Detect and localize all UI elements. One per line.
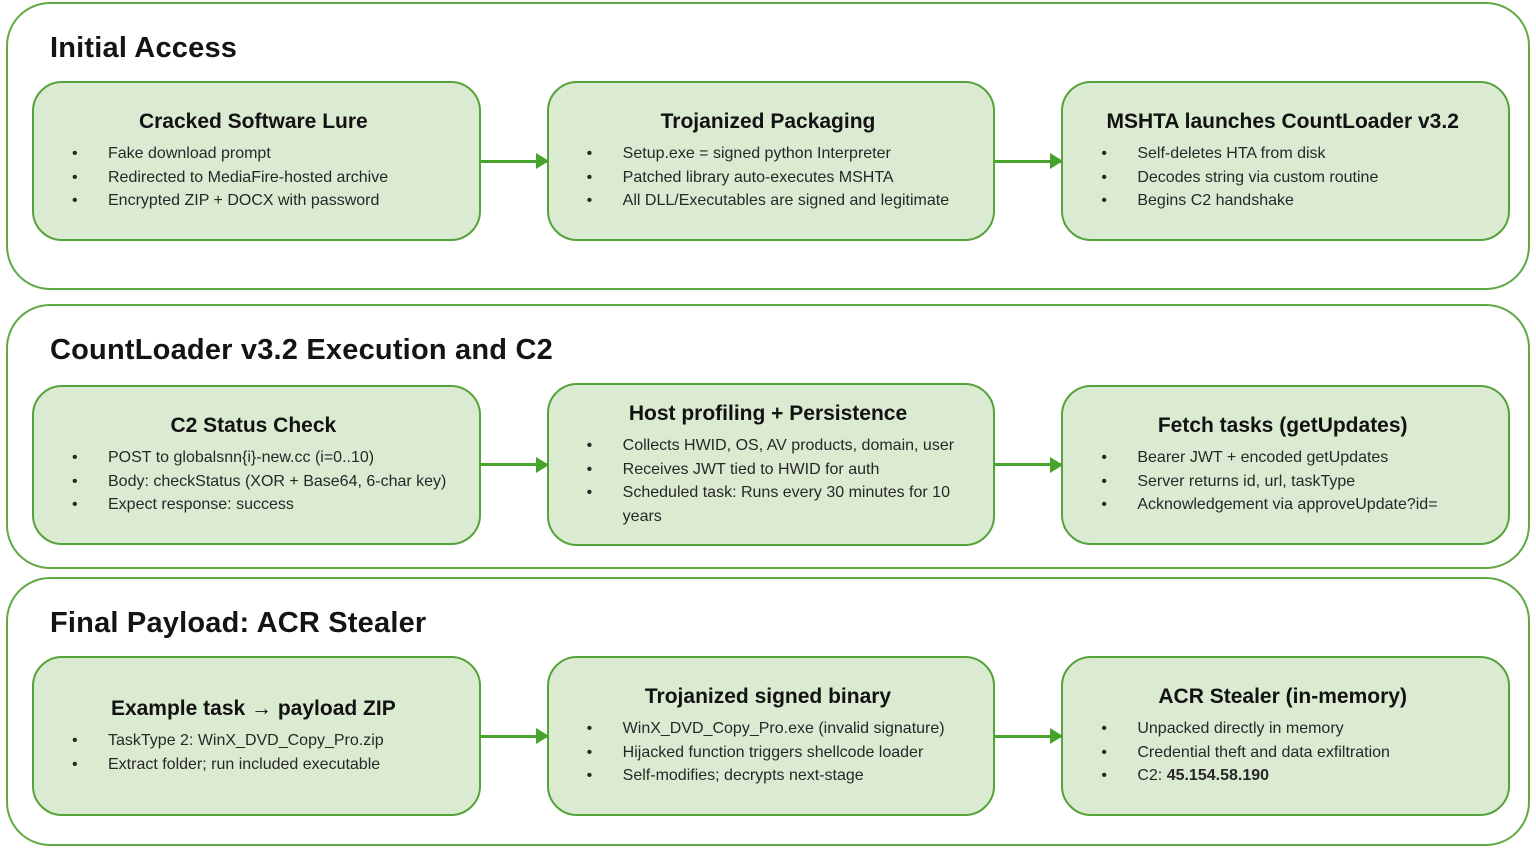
bullet-item: Encrypted ZIP + DOCX with password <box>48 189 459 213</box>
box-title: Host profiling + Persistence <box>628 402 908 425</box>
flow-arrow-right-icon <box>995 456 1064 473</box>
bullet-item: Receives JWT tied to HWID for auth <box>563 458 974 482</box>
flow-box: Fetch tasks (getUpdates) Bearer JWT + enc… <box>1061 384 1511 545</box>
section-final-payload: Final Payload: ACR Stealer Example task … <box>6 577 1530 846</box>
bullet-item: POST to globalsnn{i}-new.cc (i=0..10) <box>48 446 459 470</box>
bullet-list: TaskType 2: WinX_DVD_Copy_Pro.zipExtract… <box>48 729 459 776</box>
bullet-item: Self-modifies; decrypts next-stage <box>563 764 974 788</box>
bullet-item: Hijacked function triggers shellcode loa… <box>563 741 974 765</box>
flow-arrow-right-icon <box>480 153 549 169</box>
bullet-item: Server returns id, url, taskType <box>1077 470 1488 494</box>
bullet-list: Setup.exe = signed python InterpreterPat… <box>563 142 974 213</box>
flow-box: C2 Status CheckPOST to globalsnn{i}-new.… <box>32 384 481 545</box>
box-title: Example task → payload ZIP <box>110 696 396 720</box>
box-title: ACR Stealer (in-memory) <box>1158 685 1407 709</box>
flow-box: Trojanized PackagingSetup.exe = signed p… <box>546 81 996 241</box>
bullet-list: Bearer JWT + encoded getUpdatesServer re… <box>1077 446 1488 517</box>
bullet-item: Body: checkStatus (XOR + Base64, 6-char … <box>48 470 459 494</box>
flow-box: Example task → payload ZIP TaskType 2: Wi… <box>32 656 481 816</box>
flow-arrow-right-icon <box>995 728 1064 744</box>
bullet-item: Scheduled task: Runs every 30 minutes fo… <box>563 481 974 528</box>
flow-arrow-right-icon <box>480 456 549 473</box>
bullet-item: Begins C2 handshake <box>1077 189 1488 213</box>
bullet-list: Collects HWID, OS, AV products, domain, … <box>563 434 974 528</box>
box-title: Trojanized Packaging <box>660 110 876 134</box>
bullet-list: Unpacked directly in memoryCredential th… <box>1077 717 1488 788</box>
bullet-list: POST to globalsnn{i}-new.cc (i=0..10)Bod… <box>48 446 459 517</box>
bullet-item: Fake download prompt <box>48 142 459 166</box>
bullet-item: Self-deletes HTA from disk <box>1077 142 1488 166</box>
flow-box: Host profiling + PersistenceCollects HWI… <box>546 383 996 547</box>
bullet-item: Redirected to MediaFire-hosted archive <box>48 166 459 190</box>
bullet-item: Expect response: success <box>48 493 459 517</box>
bullet-item: Decodes string via custom routine <box>1077 166 1488 190</box>
flow-box: ACR Stealer (in-memory) Unpacked directly… <box>1061 656 1511 816</box>
bullet-list: Self-deletes HTA from diskDecodes string… <box>1077 142 1488 213</box>
bullet-item: WinX_DVD_Copy_Pro.exe (invalid signature… <box>563 717 974 741</box>
bullet-item: Collects HWID, OS, AV products, domain, … <box>563 434 974 458</box>
flow-row: C2 Status CheckPOST to globalsnn{i}-new.… <box>32 383 1511 547</box>
flow-box: MSHTA launches CountLoader v3.2Self-dele… <box>1061 81 1511 241</box>
flow-arrow-right-icon <box>995 153 1064 169</box>
flow-box: Trojanized signed binaryWinX_DVD_Copy_Pr… <box>546 656 996 816</box>
bullet-item: Extract folder; run included executable <box>48 753 459 777</box>
box-title: Trojanized signed binary <box>644 685 892 709</box>
section-initial-access: Initial Access Cracked Software LureFake… <box>6 2 1530 290</box>
bullet-item: Setup.exe = signed python Interpreter <box>563 142 974 166</box>
box-title: C2 Status Check <box>170 413 337 437</box>
flow-arrow-right-icon <box>480 728 549 744</box>
bullet-item: Credential theft and data exfiltration <box>1077 741 1488 765</box>
box-title: Cracked Software Lure <box>138 110 368 134</box>
bullet-item: Bearer JWT + encoded getUpdates <box>1077 446 1488 470</box>
bullet-list: WinX_DVD_Copy_Pro.exe (invalid signature… <box>563 717 974 788</box>
bullet-item: C2: 45.154.58.190 <box>1077 764 1488 788</box>
box-title: MSHTA launches CountLoader v3.2 <box>1106 110 1459 134</box>
bullet-item: Acknowledgement via approveUpdate?id= <box>1077 493 1488 517</box>
bullet-item: TaskType 2: WinX_DVD_Copy_Pro.zip <box>48 729 459 753</box>
bullet-item: Unpacked directly in memory <box>1077 717 1488 741</box>
bullet-item: Patched library auto-executes MSHTA <box>563 166 974 190</box>
section-title: CountLoader v3.2 Execution and C2 <box>50 334 553 366</box>
bullet-item: All DLL/Executables are signed and legit… <box>563 189 974 213</box>
section-title: Initial Access <box>50 32 238 64</box>
bullet-list: Fake download promptRedirected to MediaF… <box>48 142 459 213</box>
section-title: Final Payload: ACR Stealer <box>50 607 427 639</box>
box-title: Fetch tasks (getUpdates) <box>1157 413 1408 437</box>
section-countloader-execution: CountLoader v3.2 Execution and C2 C2 Sta… <box>6 304 1530 569</box>
flow-row: Example task → payload ZIP TaskType 2: Wi… <box>32 656 1511 816</box>
flow-row: Cracked Software LureFake download promp… <box>32 81 1511 241</box>
flow-box: Cracked Software LureFake download promp… <box>32 81 481 241</box>
